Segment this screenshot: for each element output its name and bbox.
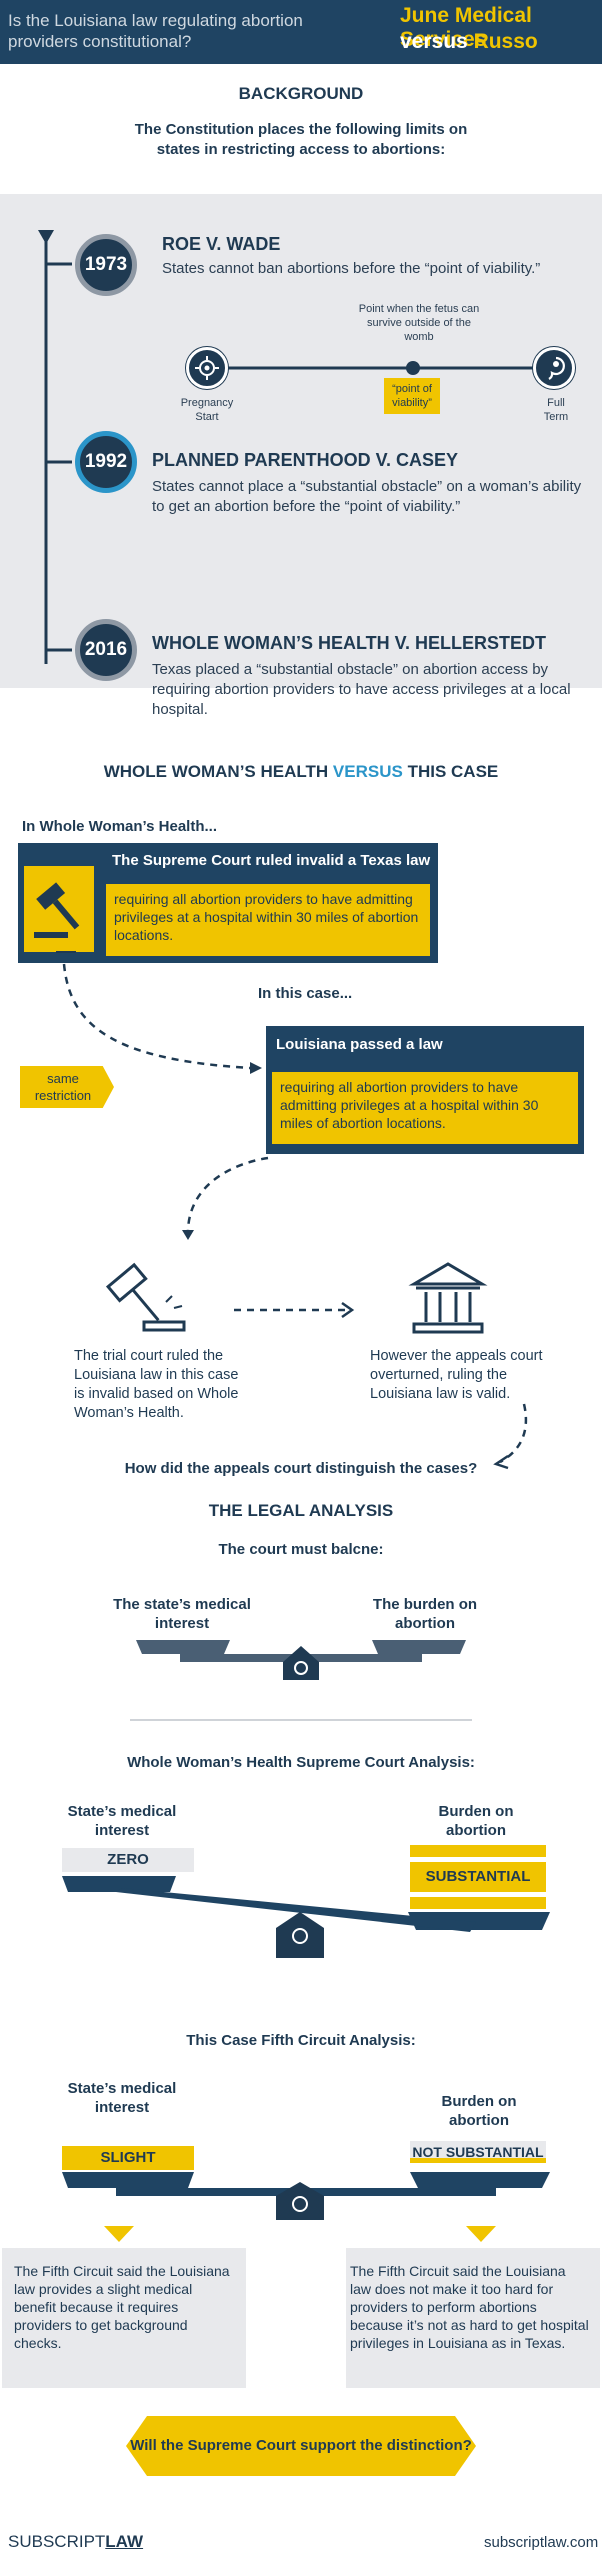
site-url-link[interactable]: subscriptlaw.com (484, 2534, 599, 2551)
wwh-left-label: State’s medical interest (67, 1803, 177, 1839)
not-substantial-explanation: The Fifth Circuit said the Louisiana law… (346, 2248, 600, 2388)
right-pointer (466, 2226, 496, 2242)
in-wwh-label: In Whole Woman’s Health... (22, 818, 218, 835)
appeals-court-text: However the appeals court overturned, ru… (370, 1348, 543, 1402)
state-interest-label: The state’s medical interest (113, 1596, 251, 1632)
burden-label: The burden on abortion (372, 1596, 478, 1632)
la-box-text: requiring all abortion providers to have… (272, 1072, 578, 1144)
background-intro: The Constitution places the following li… (134, 121, 468, 158)
in-this-case-label: In this case... (258, 985, 353, 1002)
background-heading: BACKGROUND (238, 84, 364, 103)
viability-tag: “point of viability” (384, 378, 440, 414)
wwh-substantial-value: SUBSTANTIAL (410, 1862, 546, 1892)
casey-title: PLANNED PARENTHOOD V. CASEY (152, 450, 459, 470)
fetus-icon (533, 347, 575, 389)
full-term-label: Full Term (543, 397, 569, 423)
casey-desc: States cannot place a “substantial obsta… (152, 478, 582, 515)
case-analysis-title: This Case Fifth Circuit Analysis: (186, 2032, 416, 2049)
wwh-box-title: The Supreme Court ruled invalid a Texas … (112, 852, 431, 869)
distinguish-question: How did the appeals court distinguish th… (124, 1460, 478, 1477)
pregnancy-start-label: Pregnancy Start (180, 397, 234, 423)
tilted-scale-icon (62, 1876, 550, 1958)
header-question: Is the Louisiana law regulating abortion… (8, 11, 303, 51)
comparison-heading: WHOLE WOMAN’S HEALTH VERSUS THIS CASE (103, 762, 499, 781)
weight-block-1 (410, 1845, 546, 1857)
wwh-analysis-title: Whole Woman’s Health Supreme Court Analy… (127, 1754, 475, 1771)
wwh-right-label: Burden on abortion (438, 1803, 514, 1839)
trial-to-appeals-arrow (234, 1301, 355, 1319)
case-left-label: State’s medical interest (67, 2080, 177, 2116)
case-slight-value: SLIGHT (62, 2146, 194, 2170)
trial-gavel-icon (96, 1258, 192, 1341)
balanced-scale-icon (136, 1640, 466, 1680)
wwh-zero-value: ZERO (62, 1848, 194, 1872)
wwh-title: WHOLE WOMAN’S HEALTH V. HELLERSTEDT (152, 633, 546, 653)
wwh-box-text: requiring all abortion providers to have… (106, 884, 430, 956)
case-right-label: Burden on abortion (441, 2093, 517, 2129)
courthouse-icon (408, 1258, 488, 1343)
legal-analysis-heading: THE LEGAL ANALYSIS (208, 1501, 394, 1520)
case-not-substantial-value: NOT SUBSTANTIAL (410, 2141, 546, 2163)
timeline-lines (38, 230, 555, 664)
viability-point (406, 361, 420, 375)
case-title-line2: versus Russo (400, 30, 538, 53)
brand-logo[interactable]: SUBSCRIPTLAW (8, 2532, 144, 2551)
appeals-arrow (493, 1403, 528, 1470)
year-circle-1992: 1992 (75, 431, 137, 493)
embryo-icon (186, 347, 228, 389)
wwh-desc: Texas placed a “substantial obstacle” on… (152, 661, 571, 718)
divider (130, 1719, 472, 1721)
year-circle-2016: 2016 (75, 619, 137, 681)
slight-benefit-explanation: The Fifth Circuit said the Louisiana law… (2, 2248, 246, 2388)
level-scale-icon (62, 2172, 550, 2220)
same-restriction-tag: same restriction (20, 1066, 114, 1108)
flow-arrows (56, 951, 269, 1240)
balance-label: The court must balcne: (218, 1541, 384, 1558)
header-banner: Is the Louisiana law regulating abortion… (0, 0, 602, 64)
case-title-line1: June Medical Services (400, 4, 532, 51)
la-box-title: Louisiana passed a law (276, 1036, 443, 1053)
trial-court-text: The trial court ruled the Louisiana law … (74, 1348, 239, 1421)
final-question-banner: Will the Supreme Court support the disti… (126, 2416, 476, 2476)
gavel-icon (24, 866, 94, 952)
weight-block-2 (410, 1897, 546, 1909)
roe-desc: States cannot ban abortions before the “… (162, 260, 541, 277)
roe-title: ROE V. WADE (162, 234, 281, 254)
left-pointer (104, 2226, 134, 2242)
year-circle-1973: 1973 (75, 234, 137, 296)
viability-note: Point when the fetus can survive outside… (358, 303, 480, 343)
